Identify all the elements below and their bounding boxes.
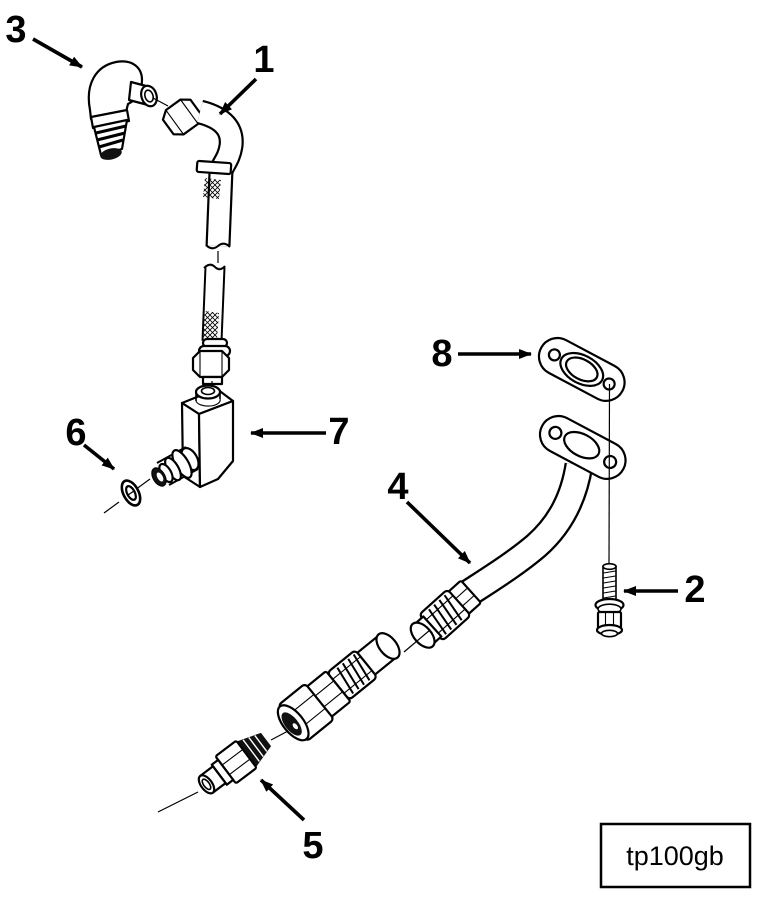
callout-label-4: 4 xyxy=(387,466,408,508)
callout-arrow-6 xyxy=(82,443,116,471)
callout-label-8: 8 xyxy=(431,333,452,375)
alignment-line xyxy=(403,629,431,653)
callout-arrow-4 xyxy=(405,500,472,565)
connector-fitting-part-5 xyxy=(157,732,272,813)
callout-label-7: 7 xyxy=(328,411,349,453)
callout-label-5: 5 xyxy=(302,825,323,867)
alignment-line xyxy=(103,501,120,514)
image-code-box: tp100gb xyxy=(599,822,752,889)
sealing-washer-part-6 xyxy=(103,478,151,514)
alignment-line xyxy=(152,97,169,107)
flange-bolt-part-2 xyxy=(594,383,625,638)
callout-label-1: 1 xyxy=(253,39,274,81)
tube-texture xyxy=(203,311,219,340)
lower-hose-segment xyxy=(276,632,401,742)
callout-label-3: 3 xyxy=(5,9,26,51)
upper-crimp-fitting xyxy=(409,580,482,649)
callout-arrow-5 xyxy=(259,778,306,822)
callouts: 1 2 3 4 5 6 7 8 xyxy=(5,9,705,867)
bolt-axis-line xyxy=(608,383,611,567)
drain-tube-part-4 xyxy=(270,414,627,742)
alignment-line xyxy=(157,791,199,813)
image-code-text: tp100gb xyxy=(626,841,724,871)
block-top-port xyxy=(194,384,222,407)
valve-block-part-7 xyxy=(151,384,235,489)
block-side-fitting xyxy=(151,446,200,487)
image-code-frame xyxy=(599,822,752,889)
hose-lower-nut xyxy=(191,349,231,379)
tube-texture xyxy=(203,178,221,199)
callout-arrow-3 xyxy=(32,37,83,69)
callout-arrow-1 xyxy=(218,77,258,116)
hose-tube-part-1 xyxy=(161,98,244,387)
elbow-fitting-part-3 xyxy=(87,60,169,160)
callout-label-6: 6 xyxy=(65,412,86,454)
alignment-line xyxy=(270,730,289,741)
tube-flange xyxy=(538,414,627,480)
callout-label-2: 2 xyxy=(684,569,705,611)
gasket-part-8 xyxy=(537,336,626,402)
hose-nut xyxy=(161,98,203,136)
